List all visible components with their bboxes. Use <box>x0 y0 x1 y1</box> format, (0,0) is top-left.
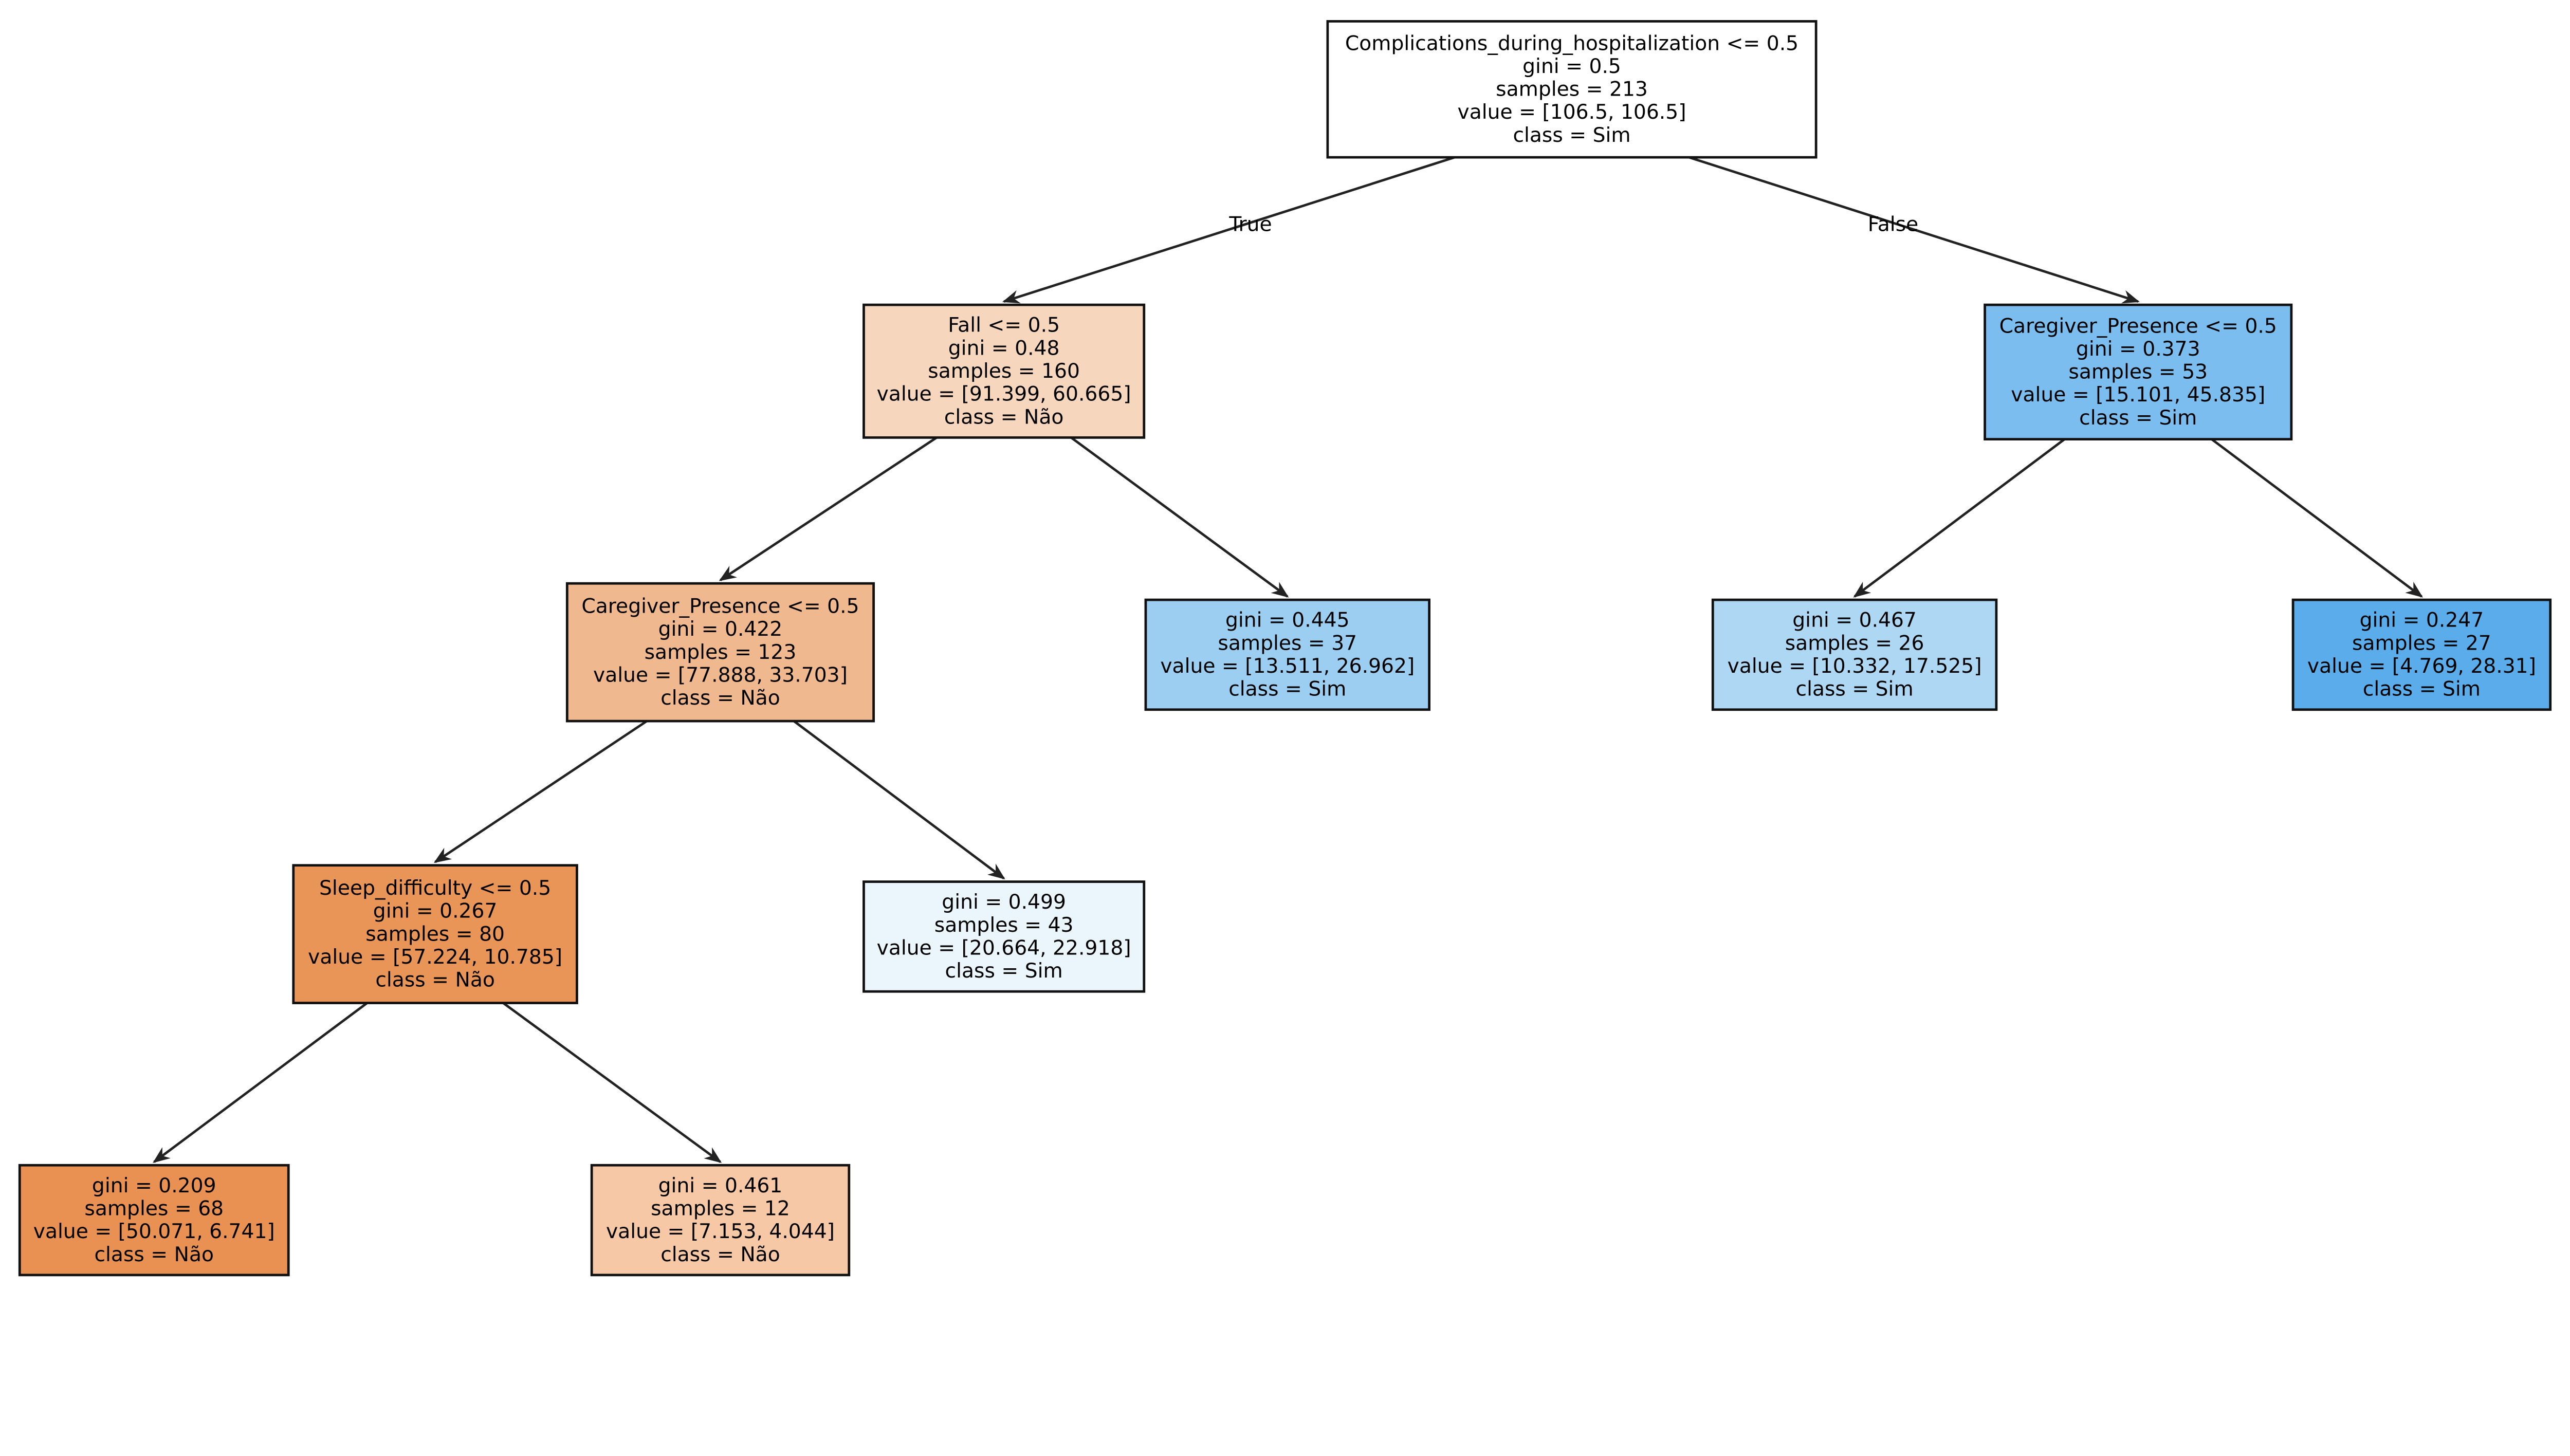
node-box <box>590 1164 851 1277</box>
node-box <box>1144 598 1431 711</box>
edge-cp_left-to-sleep <box>433 720 648 863</box>
node-text-line: class = Sim <box>1513 124 1630 147</box>
node-text-line: gini = 0.373 <box>2076 338 2200 361</box>
node-text-line: class = Sim <box>945 960 1063 983</box>
node-text-line: class = Não <box>660 687 780 710</box>
edge-fall-to-leaf_445 <box>1070 436 1289 598</box>
nodes-group: Complications_during_hospitalization <= … <box>18 20 2552 1277</box>
edge-cp_left-to-leaf_499 <box>793 720 1005 880</box>
node-text-line: samples = 26 <box>1785 632 1924 655</box>
edges-group <box>153 156 2424 1163</box>
node-text-line: Caregiver_Presence <= 0.5 <box>1999 315 2277 338</box>
node-text-line: samples = 12 <box>651 1197 790 1220</box>
node-text-line: value = [15.101, 45.835] <box>2011 383 2265 407</box>
node-text-line: samples = 27 <box>2352 632 2491 655</box>
node-text-line: class = Não <box>944 406 1064 429</box>
node-text-line: value = [57.224, 10.785] <box>308 946 562 969</box>
edge-cp_right-to-leaf_467 <box>1853 438 2066 598</box>
node-text-line: class = Sim <box>2079 407 2197 430</box>
node-text-line: value = [50.071, 6.741] <box>33 1220 275 1243</box>
node-text-line: value = [106.5, 106.5] <box>1458 101 1686 124</box>
edge-fall-to-cp_left <box>719 436 938 581</box>
node-box <box>1984 303 2293 440</box>
edge-sleep-to-leaf_461 <box>502 1002 722 1163</box>
node-text-line: samples = 68 <box>84 1197 224 1220</box>
edge-label-false: False <box>1868 213 1918 236</box>
node-box <box>1326 20 1818 159</box>
node-text-line: value = [4.769, 28.31] <box>2307 655 2536 678</box>
node-text-line: value = [91.399, 60.665] <box>877 383 1131 406</box>
edge-root-to-fall <box>1002 156 1455 304</box>
node-text-line: samples = 80 <box>365 923 505 946</box>
node-text-line: Caregiver_Presence <= 0.5 <box>581 595 859 618</box>
node-text-line: class = Não <box>94 1243 214 1266</box>
edge-sleep-to-leaf_209 <box>153 1002 368 1163</box>
node-text-line: value = [20.664, 22.918] <box>877 936 1131 960</box>
node-text-line: Fall <= 0.5 <box>948 314 1060 337</box>
node-text-line: gini = 0.209 <box>92 1174 216 1197</box>
node-box <box>565 582 875 723</box>
node-box <box>18 1164 290 1277</box>
node-text-line: class = Sim <box>1228 678 1346 701</box>
node-box <box>292 864 578 1004</box>
node-text-line: Sleep_difficulty <= 0.5 <box>319 877 551 900</box>
tree-node-root: Complications_during_hospitalization <= … <box>1326 20 1818 159</box>
node-text-line: value = [13.511, 26.962] <box>1160 655 1415 678</box>
decision-tree-diagram: Complications_during_hospitalization <= … <box>18 20 2552 1277</box>
node-text-line: samples = 123 <box>645 641 797 664</box>
node-text-line: gini = 0.445 <box>1225 609 1350 632</box>
node-text-line: gini = 0.461 <box>658 1174 783 1197</box>
edge-label-true: True <box>1228 213 1272 236</box>
node-text-line: gini = 0.499 <box>942 891 1066 914</box>
node-text-line: gini = 0.422 <box>658 618 783 641</box>
node-text-line: samples = 213 <box>1496 78 1648 101</box>
node-box <box>1711 598 1998 711</box>
node-text-line: class = Sim <box>2363 678 2481 701</box>
node-text-line: value = [77.888, 33.703] <box>593 664 848 687</box>
node-text-line: gini = 0.247 <box>2360 609 2484 632</box>
node-text-line: samples = 43 <box>934 914 1074 937</box>
node-text-line: gini = 0.5 <box>1522 55 1621 78</box>
node-box <box>862 303 1146 439</box>
node-text-line: gini = 0.267 <box>373 900 498 923</box>
node-text-line: value = [7.153, 4.044] <box>606 1220 835 1243</box>
node-text-line: samples = 53 <box>2068 361 2208 384</box>
edge-root-to-cp_right <box>1688 156 2140 304</box>
node-box <box>862 880 1146 993</box>
edge-cp_right-to-leaf_247 <box>2211 438 2424 598</box>
node-text-line: class = Não <box>375 969 495 992</box>
node-text-line: samples = 160 <box>928 360 1080 383</box>
node-text-line: gini = 0.48 <box>948 337 1060 360</box>
node-text-line: Complications_during_hospitalization <= … <box>1345 32 1798 55</box>
node-text-line: samples = 37 <box>1218 632 1357 655</box>
node-text-line: class = Não <box>660 1243 780 1266</box>
node-text-line: gini = 0.467 <box>1792 609 1917 632</box>
node-text-line: value = [10.332, 17.525] <box>1728 655 1982 678</box>
node-text-line: class = Sim <box>1796 678 1914 701</box>
node-box <box>2291 598 2552 711</box>
